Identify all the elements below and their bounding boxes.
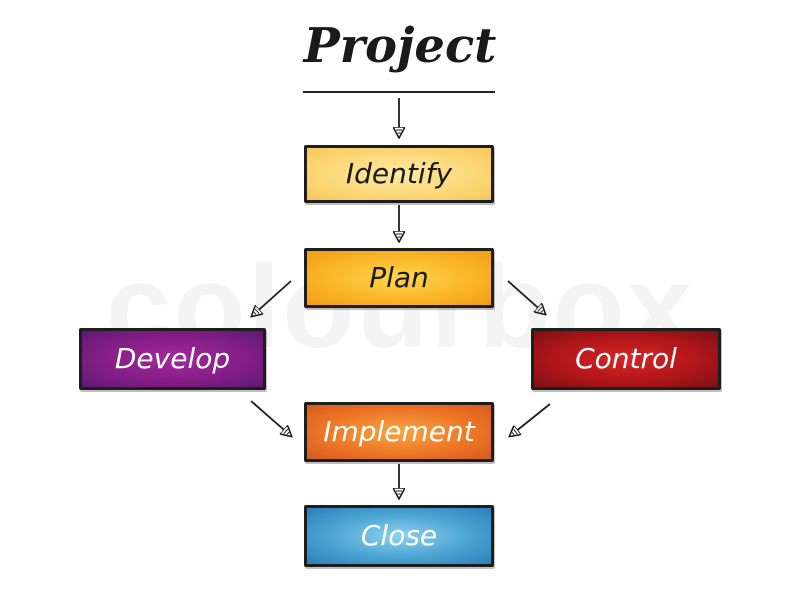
node-identify-label: Identify xyxy=(345,157,453,190)
arrow-plan-to-control xyxy=(507,280,545,314)
node-plan-label: Plan xyxy=(369,261,429,294)
node-develop-label: Develop xyxy=(114,342,231,375)
arrow-control-to-implement xyxy=(510,403,551,436)
node-plan: Plan xyxy=(304,248,494,308)
arrow-plan-to-develop xyxy=(252,280,292,316)
title-underline xyxy=(303,91,495,93)
node-identify: Identify xyxy=(304,145,494,203)
node-implement: Implement xyxy=(304,402,494,462)
node-close: Close xyxy=(304,505,494,567)
node-control: Control xyxy=(531,328,721,390)
node-close-label: Close xyxy=(360,519,438,552)
node-implement-label: Implement xyxy=(323,415,475,448)
diagram-title: Project xyxy=(303,18,497,74)
arrow-develop-to-implement xyxy=(250,400,291,436)
node-develop: Develop xyxy=(79,328,266,390)
node-control-label: Control xyxy=(575,342,677,375)
